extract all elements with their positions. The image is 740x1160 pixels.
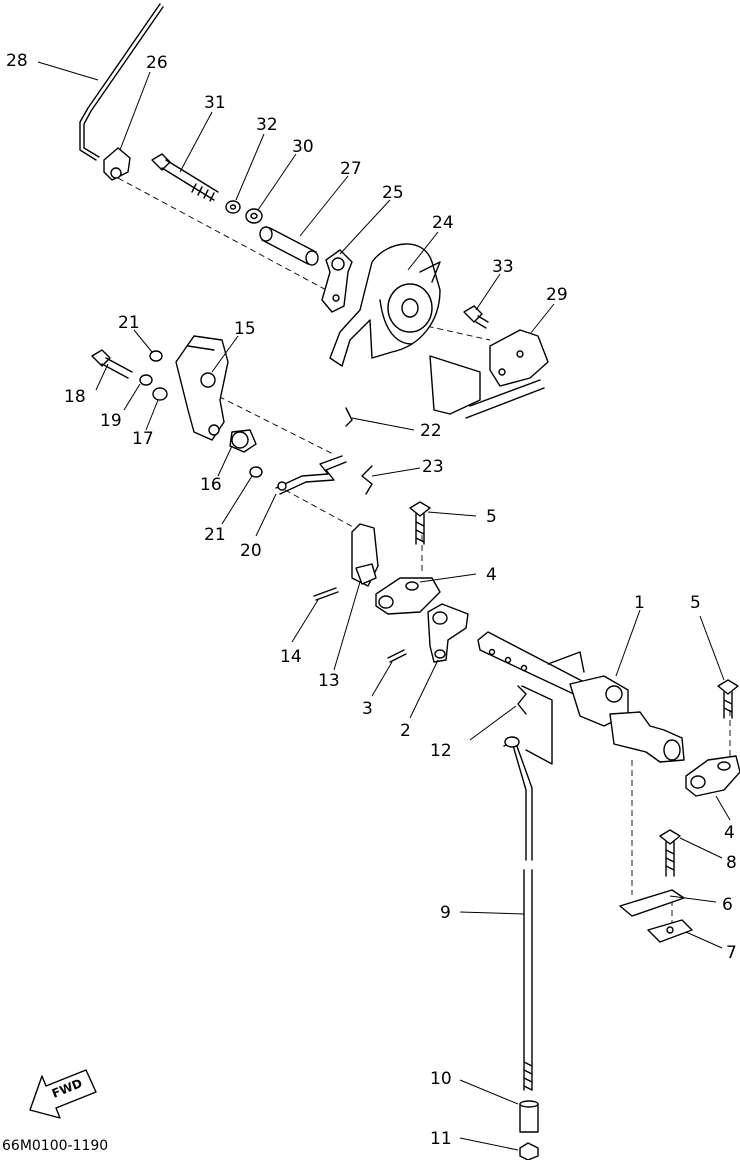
callout-18: 18: [64, 387, 86, 407]
callout-25: 25: [382, 183, 404, 203]
callout-6: 6: [722, 895, 733, 915]
part-25-arm: [321, 249, 353, 313]
callout-3: 3: [362, 699, 373, 719]
callout-23: 23: [422, 457, 444, 477]
callout-13: 13: [318, 671, 340, 691]
part-15-lever: [175, 335, 229, 441]
callout-26: 26: [146, 53, 168, 73]
part-4-clamp-right: [685, 755, 740, 797]
part-24-throttle-cam: [329, 243, 441, 367]
callout-14: 14: [280, 647, 302, 667]
drawing-code: 66M0100-1190: [2, 1138, 108, 1154]
callout-8: 8: [726, 853, 737, 873]
part-14-pin: [313, 587, 339, 601]
part-3-pin: [387, 649, 407, 663]
part-22-pin: [345, 407, 353, 427]
part-4-clamp-upper: [375, 577, 441, 615]
callout-28: 28: [6, 51, 28, 71]
callout-9: 9: [440, 903, 451, 923]
part-5-bolt-right: [717, 679, 739, 719]
part-23-clip: [361, 465, 373, 495]
callout-numbers: 28 26 31 32 30 27 25 24 33 29 21 15 18 1…: [6, 51, 737, 1149]
callout-32: 32: [256, 115, 278, 135]
part-27-collar: [259, 226, 319, 266]
part-33-bolt: [463, 305, 489, 329]
callout-1: 1: [634, 593, 645, 613]
part-11-nut: [519, 1142, 539, 1160]
part-10-collar: [519, 1100, 539, 1133]
part-8-bolt: [659, 829, 681, 877]
callout-31: 31: [204, 93, 226, 113]
part-9-shift-rod: [503, 736, 533, 1091]
part-32-washer: [225, 200, 241, 214]
callout-12: 12: [430, 741, 452, 761]
part-21-washer-upper: [149, 350, 163, 362]
part-5-bolt-upper: [409, 501, 431, 545]
part-7-plate: [647, 919, 693, 943]
callout-10: 10: [430, 1069, 452, 1089]
callout-19: 19: [100, 411, 122, 431]
callout-16: 16: [200, 475, 222, 495]
part-30-washer: [245, 208, 263, 224]
callout-24: 24: [432, 213, 454, 233]
callout-15: 15: [234, 319, 256, 339]
callout-29: 29: [546, 285, 568, 305]
part-21-washer-lower: [249, 466, 263, 478]
part-20-crank-link: [275, 455, 347, 495]
part-6-plate: [619, 889, 685, 917]
callout-27: 27: [340, 159, 362, 179]
callout-5-right: 5: [690, 593, 701, 613]
part-29-bracket: [429, 329, 549, 419]
callout-17: 17: [132, 429, 154, 449]
callout-33: 33: [492, 257, 514, 277]
fwd-arrow-icon: FWD: [29, 1069, 97, 1119]
callout-5-upper: 5: [486, 507, 497, 527]
part-12-clip: [517, 685, 527, 715]
callout-2: 2: [400, 721, 411, 741]
part-18-bolt: [91, 349, 133, 379]
part-28-link-rod: [79, 3, 164, 161]
leader-lines: [37, 61, 731, 1151]
part-17-washer: [152, 387, 168, 401]
part-13-lever: [351, 523, 379, 587]
callout-20: 20: [240, 541, 262, 561]
callout-4-right: 4: [724, 823, 735, 843]
callout-4-upper: 4: [486, 565, 497, 585]
callout-7: 7: [726, 943, 737, 963]
callout-21-upper: 21: [118, 313, 140, 333]
callout-21-lower: 21: [204, 525, 226, 545]
part-16-collar: [229, 429, 257, 453]
part-19-washer: [139, 374, 153, 386]
part-31-bolt: [151, 153, 219, 202]
part-2-link: [427, 603, 469, 663]
part-1-shift-shaft: [477, 631, 685, 765]
callout-30: 30: [292, 137, 314, 157]
part-26-rod-joint: [103, 147, 131, 181]
callout-11: 11: [430, 1129, 452, 1149]
callout-22: 22: [420, 421, 442, 441]
